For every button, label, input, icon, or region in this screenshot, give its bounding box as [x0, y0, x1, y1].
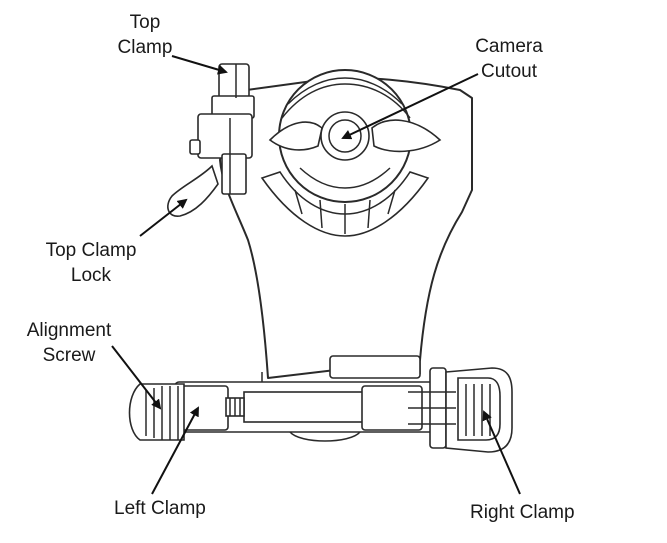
camera-cutout-label: Camera Cutout: [462, 34, 556, 84]
alignment-screw-label-line2: Screw: [42, 345, 96, 366]
left-clamp-label-text: Left Clamp: [114, 498, 206, 519]
alignment-screw-pointer: [111, 345, 162, 410]
top-clamp-label-line1: Top: [129, 12, 161, 33]
right-clamp-pointer: [482, 410, 521, 495]
left-clamp-pointer: [151, 406, 199, 495]
top-clamp-label-line2: Clamp: [117, 37, 173, 58]
top-clamp-lock-label-line2: Lock: [70, 265, 112, 286]
top-clamp-lock-label-line1: Top Clamp: [45, 240, 137, 261]
alignment-screw-knob: [128, 383, 185, 441]
alignment-screw-label-line1: Alignment: [26, 320, 112, 341]
camera-cutout-pointer: [341, 73, 479, 140]
right-clamp-part: [361, 367, 513, 453]
top-clamp-lock-label: Top Clamp Lock: [36, 238, 146, 288]
right-clamp-label-text: Right Clamp: [470, 502, 575, 523]
camera-cutout-label-line1: Camera: [475, 36, 543, 57]
left-clamp-label: Left Clamp: [114, 496, 206, 521]
top-clamp-label: Top Clamp: [110, 10, 180, 60]
clamp-bridge: [329, 355, 421, 379]
alignment-screw-label: Alignment Screw: [14, 318, 124, 368]
right-wing-slot: [371, 119, 442, 153]
top-clamp-part: [189, 63, 255, 195]
top-clamp-pointer: [171, 55, 228, 75]
camera-cutout-label-line2: Cutout: [481, 61, 537, 82]
fan-segments: [260, 171, 430, 237]
camera-cutout-assembly: [260, 69, 442, 237]
right-clamp-label: Right Clamp: [470, 500, 575, 525]
top-clamp-lock-pointer: [139, 198, 188, 237]
